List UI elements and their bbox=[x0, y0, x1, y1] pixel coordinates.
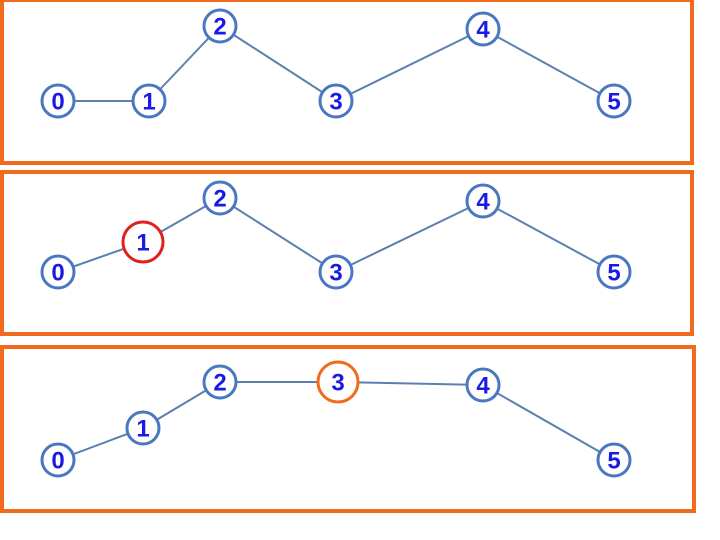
node-label: 1 bbox=[136, 230, 149, 257]
node-1: 1 bbox=[125, 410, 161, 446]
node-circle bbox=[316, 360, 360, 404]
node-5: 5 bbox=[596, 83, 632, 119]
node-0: 0 bbox=[40, 83, 76, 119]
edge-3-4 bbox=[335, 28, 484, 102]
panel-1-frame bbox=[0, 0, 694, 165]
node-circle bbox=[318, 83, 354, 119]
node-circle bbox=[40, 442, 76, 478]
panel-2: 0 1 2 3 4 5 bbox=[0, 170, 694, 336]
node-label: 5 bbox=[607, 260, 620, 287]
node-circle bbox=[121, 220, 165, 264]
panel-3-frame bbox=[0, 345, 696, 513]
node-circle bbox=[40, 254, 76, 290]
node-label: 4 bbox=[476, 189, 490, 216]
edge-4-5 bbox=[482, 384, 615, 461]
edge-4-5 bbox=[482, 200, 615, 273]
node-label: 0 bbox=[51, 448, 64, 475]
node-circle bbox=[125, 410, 161, 446]
node-circle bbox=[318, 254, 354, 290]
panel-3-nodes: 0 1 2 3 4 5 bbox=[40, 360, 632, 478]
node-circle bbox=[202, 180, 238, 216]
node-4: 4 bbox=[465, 367, 501, 403]
node-label: 4 bbox=[476, 373, 490, 400]
node-circle bbox=[465, 11, 501, 47]
node-circle bbox=[202, 8, 238, 44]
node-label: 2 bbox=[213, 14, 226, 41]
node-circle bbox=[40, 83, 76, 119]
node-0: 0 bbox=[40, 254, 76, 290]
node-circle bbox=[202, 364, 238, 400]
node-label: 0 bbox=[51, 260, 64, 287]
edge-3-4 bbox=[337, 381, 484, 386]
node-0: 0 bbox=[40, 442, 76, 478]
node-label: 3 bbox=[329, 89, 342, 116]
node-circle bbox=[465, 183, 501, 219]
node-label: 2 bbox=[213, 370, 226, 397]
node-label: 3 bbox=[329, 260, 342, 287]
node-1: 1 bbox=[131, 83, 167, 119]
node-2: 2 bbox=[202, 8, 238, 44]
node-label: 4 bbox=[476, 17, 490, 44]
node-1: 1 bbox=[121, 220, 165, 264]
node-3: 3 bbox=[316, 360, 360, 404]
edge-2-3 bbox=[219, 197, 337, 273]
panel-1-nodes: 0 1 2 3 4 5 bbox=[40, 8, 632, 119]
node-2: 2 bbox=[202, 180, 238, 216]
node-circle bbox=[596, 83, 632, 119]
panel-1: 0 1 2 3 4 5 bbox=[0, 0, 694, 165]
node-circle bbox=[131, 83, 167, 119]
edge-4-5 bbox=[482, 28, 615, 102]
node-circle bbox=[465, 367, 501, 403]
node-4: 4 bbox=[465, 183, 501, 219]
panel-2-nodes: 0 1 2 3 4 5 bbox=[40, 180, 632, 290]
node-label: 5 bbox=[607, 448, 620, 475]
node-circle bbox=[596, 442, 632, 478]
node-5: 5 bbox=[596, 254, 632, 290]
edge-3-4 bbox=[335, 200, 484, 273]
node-label: 5 bbox=[607, 89, 620, 116]
node-label: 0 bbox=[51, 89, 64, 116]
node-4: 4 bbox=[465, 11, 501, 47]
node-label: 3 bbox=[331, 370, 344, 397]
panel-2-frame bbox=[0, 170, 694, 336]
panel-3: 0 1 2 3 4 5 bbox=[0, 345, 696, 513]
node-label: 1 bbox=[136, 416, 149, 443]
edge-2-3 bbox=[219, 25, 337, 102]
node-3: 3 bbox=[318, 254, 354, 290]
node-2: 2 bbox=[202, 364, 238, 400]
node-5: 5 bbox=[596, 442, 632, 478]
node-label: 2 bbox=[213, 186, 226, 213]
node-circle bbox=[596, 254, 632, 290]
node-3: 3 bbox=[318, 83, 354, 119]
node-label: 1 bbox=[142, 89, 155, 116]
